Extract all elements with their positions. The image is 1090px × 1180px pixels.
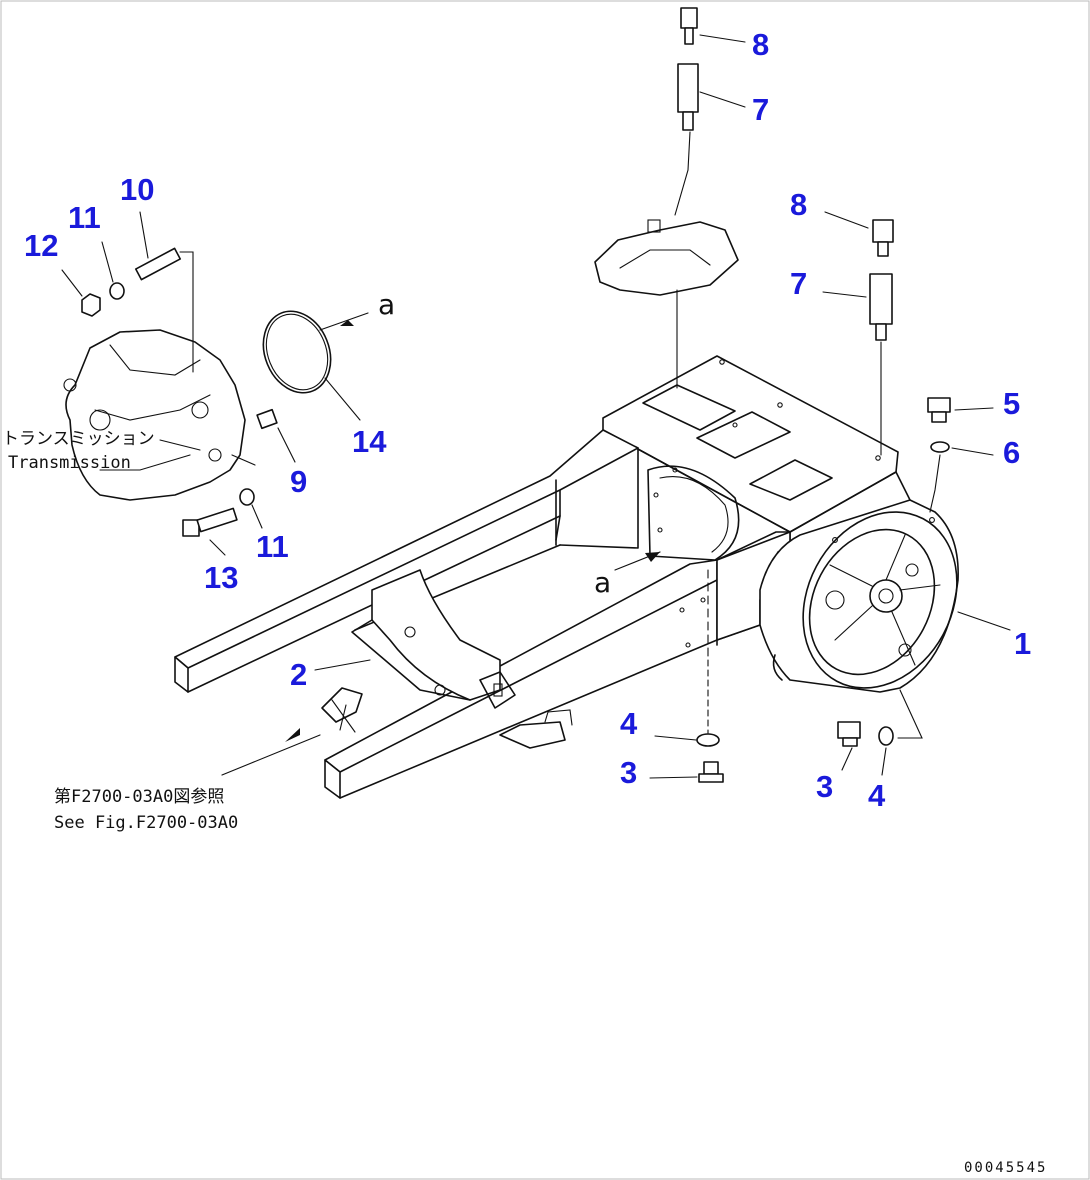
callout-7-right: 7 <box>790 266 807 301</box>
callout-8-top: 8 <box>752 27 769 62</box>
leader-1 <box>957 611 1011 631</box>
ref-letter-a-frame: a <box>594 566 611 599</box>
part-4-middle <box>654 649 720 747</box>
bracket-plate <box>594 219 739 389</box>
part-3-middle <box>649 761 724 783</box>
callout-13: 13 <box>204 560 238 595</box>
callout-4-right: 4 <box>868 778 886 813</box>
part-12-nut <box>61 269 101 317</box>
transmission-label-jp: トランスミッション <box>2 429 155 449</box>
part-13-bolt <box>182 507 238 556</box>
callout-3-middle: 3 <box>620 755 637 790</box>
leader-2 <box>314 659 371 671</box>
flywheel-housing <box>759 499 959 693</box>
part-7-right <box>822 273 893 456</box>
cross-member <box>351 569 516 709</box>
callout-labels: 8 7 8 7 5 6 1 2 4 3 3 4 10 11 12 9 11 13… <box>24 27 1031 813</box>
callout-8-right: 8 <box>790 187 807 222</box>
main-frame <box>174 355 911 799</box>
callout-9: 9 <box>290 464 307 499</box>
callout-11-upper: 11 <box>68 200 101 235</box>
part-6-washer <box>929 441 994 513</box>
callout-11-lower: 11 <box>256 529 289 564</box>
leader-transmission <box>159 439 201 451</box>
callout-2: 2 <box>290 657 307 692</box>
part-11-washer-upper <box>101 241 125 300</box>
callout-3-right: 3 <box>816 769 833 804</box>
part-7-upper <box>674 63 746 216</box>
callout-10: 10 <box>120 172 154 207</box>
callout-14: 14 <box>352 424 387 459</box>
callout-7-top: 7 <box>752 92 769 127</box>
part-8-right <box>824 211 894 257</box>
arrow-a-frame <box>614 551 661 571</box>
callout-6: 6 <box>1003 435 1020 470</box>
mount-bracket <box>221 687 363 776</box>
callout-1: 1 <box>1014 626 1031 661</box>
part-9-pin <box>256 408 296 463</box>
part-11-washer-lower <box>239 488 263 529</box>
transmission <box>63 329 256 501</box>
callout-5: 5 <box>1003 386 1020 421</box>
callout-4-middle: 4 <box>620 706 638 741</box>
part-4-right <box>878 689 923 776</box>
transmission-label-en: Transmission <box>8 453 131 473</box>
see-fig-jp: 第F2700-03A0図参照 <box>54 787 224 807</box>
see-fig-en: See Fig.F2700-03A0 <box>54 813 238 833</box>
part-5-plug <box>927 397 994 423</box>
part-10-bolt <box>134 211 194 373</box>
part-14-oring <box>262 310 369 421</box>
part-8-upper <box>680 7 746 45</box>
callout-12: 12 <box>24 228 58 263</box>
part-3-right <box>837 721 861 771</box>
document-number: 00045545 <box>964 1160 1047 1176</box>
ref-letter-a-oring: a <box>378 288 395 321</box>
